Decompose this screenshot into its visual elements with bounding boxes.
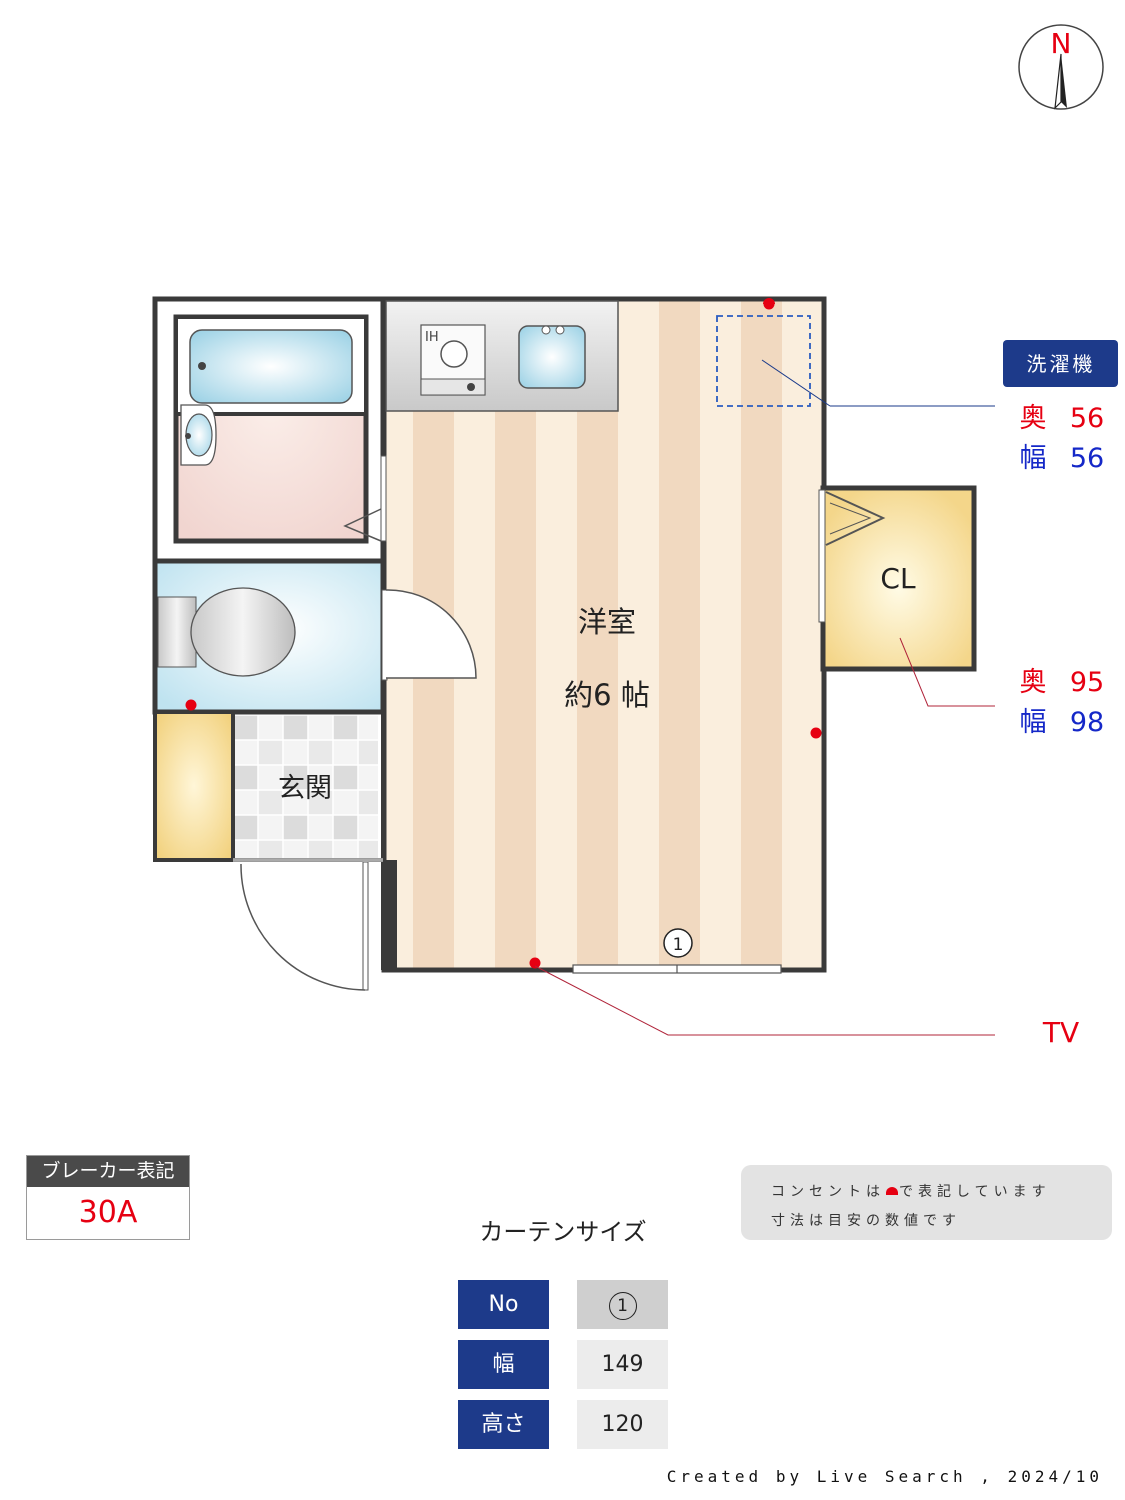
tv-leader — [534, 965, 995, 1036]
toilet-bowl — [190, 587, 296, 677]
closet-width-label: 幅 — [1020, 707, 1047, 738]
closet-depth-value: 95 — [1070, 667, 1104, 698]
washer-depth-value: 56 — [1070, 403, 1104, 434]
entrance-floor — [233, 715, 378, 858]
closet-leader — [899, 637, 995, 707]
outlet-tv — [529, 957, 541, 969]
svg-text:1: 1 — [673, 935, 684, 955]
curtain-header-width: 幅 — [458, 1340, 549, 1389]
floor-plan: IH CL 玄関 洋室 約6 帖 1 — [152, 296, 1118, 1049]
bathroom-door — [380, 455, 387, 542]
note-line-1: コンセントはで表記しています — [771, 1184, 1051, 1200]
window-marker — [663, 928, 693, 958]
washer-depth-label: 奥 — [1020, 403, 1047, 434]
washer-badge — [1003, 340, 1118, 387]
washer-width-label: 幅 — [1020, 443, 1047, 474]
compass-needle-right — [1061, 54, 1067, 108]
entrance-door-swing — [240, 863, 366, 991]
western-room-size: 約6 帖 — [564, 678, 650, 712]
ih-panel — [420, 378, 486, 396]
ih-burner — [440, 340, 468, 368]
outlet-east — [810, 727, 822, 739]
washing-machine-space — [716, 315, 811, 407]
curtain-value-no: 1 — [577, 1280, 668, 1329]
bathtub-drain — [198, 362, 206, 370]
closet-label: CL — [880, 562, 916, 595]
outlet-legend-icon — [886, 1187, 898, 1195]
ih-knob — [467, 383, 475, 391]
faucet-right — [555, 325, 565, 335]
curtain-value-width: 149 — [577, 1340, 668, 1389]
note-line-2: 寸法は目安の数値です — [771, 1213, 961, 1229]
toilet-tank — [157, 596, 197, 668]
closet-door-swing — [825, 491, 886, 546]
outlet-toilet — [185, 699, 197, 711]
entrance-door[interactable] — [362, 861, 369, 991]
closet — [820, 485, 977, 672]
breaker-value: 30A — [78, 1195, 138, 1230]
faucet-left — [541, 325, 551, 335]
tv-label: TV — [1042, 1016, 1079, 1049]
breaker-box: ブレーカー表記 30A — [26, 1155, 190, 1240]
curtain-value-height: 120 — [577, 1400, 668, 1449]
compass: N — [1018, 24, 1104, 110]
curtain-header-height: 高さ — [458, 1400, 549, 1449]
curtain-title: カーテンサイズ — [479, 1218, 647, 1246]
toilet-door-swing — [385, 589, 477, 679]
washer-width-value: 56 — [1070, 443, 1104, 474]
shoe-cabinet — [153, 710, 235, 862]
closet-width-value: 98 — [1070, 707, 1104, 738]
breaker-label: ブレーカー表記 — [27, 1156, 189, 1187]
bathroom-door-swing — [343, 508, 382, 542]
entrance-label: 玄関 — [278, 773, 332, 804]
credit-text: Created by Live Search , 2024/10 — [666, 1467, 1103, 1486]
closet-door — [818, 489, 826, 623]
notes-box: コンセントはで表記しています 寸法は目安の数値です — [741, 1165, 1112, 1240]
kitchen-sink — [518, 325, 586, 389]
entrance-side-wall — [381, 860, 397, 970]
north-label: N — [1051, 27, 1072, 60]
ih-label: IH — [425, 330, 439, 345]
washer-badge-label: 洗濯機 — [1027, 352, 1096, 376]
closet-depth-label: 奥 — [1020, 667, 1047, 698]
bathtub — [189, 329, 353, 404]
western-room-label: 洋室 — [578, 605, 636, 639]
curtain-header-no: No — [458, 1280, 549, 1329]
washer-leader — [761, 359, 831, 407]
